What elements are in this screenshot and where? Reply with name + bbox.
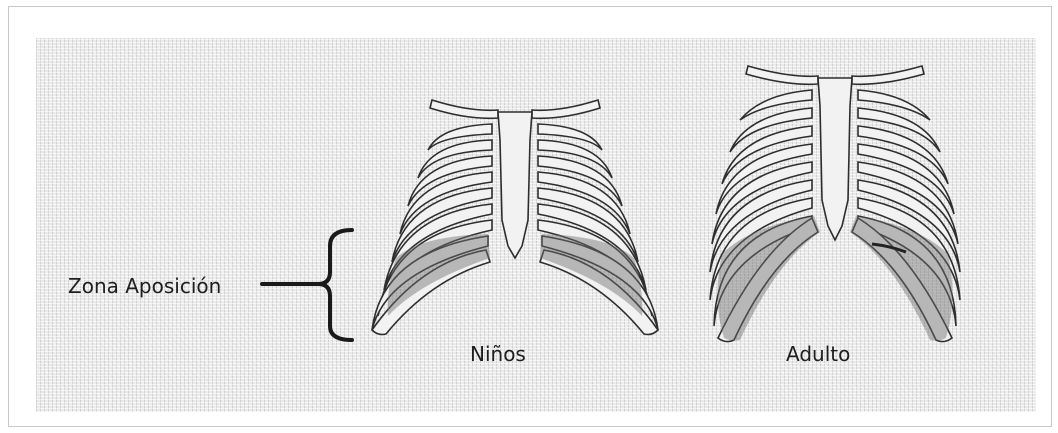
apposition-bracket <box>262 230 352 340</box>
adult-label: Adulto <box>786 342 850 366</box>
child-rib-cage <box>372 100 658 335</box>
zone-apposition-label: Zona Aposición <box>68 274 221 298</box>
children-label: Niños <box>470 342 526 366</box>
